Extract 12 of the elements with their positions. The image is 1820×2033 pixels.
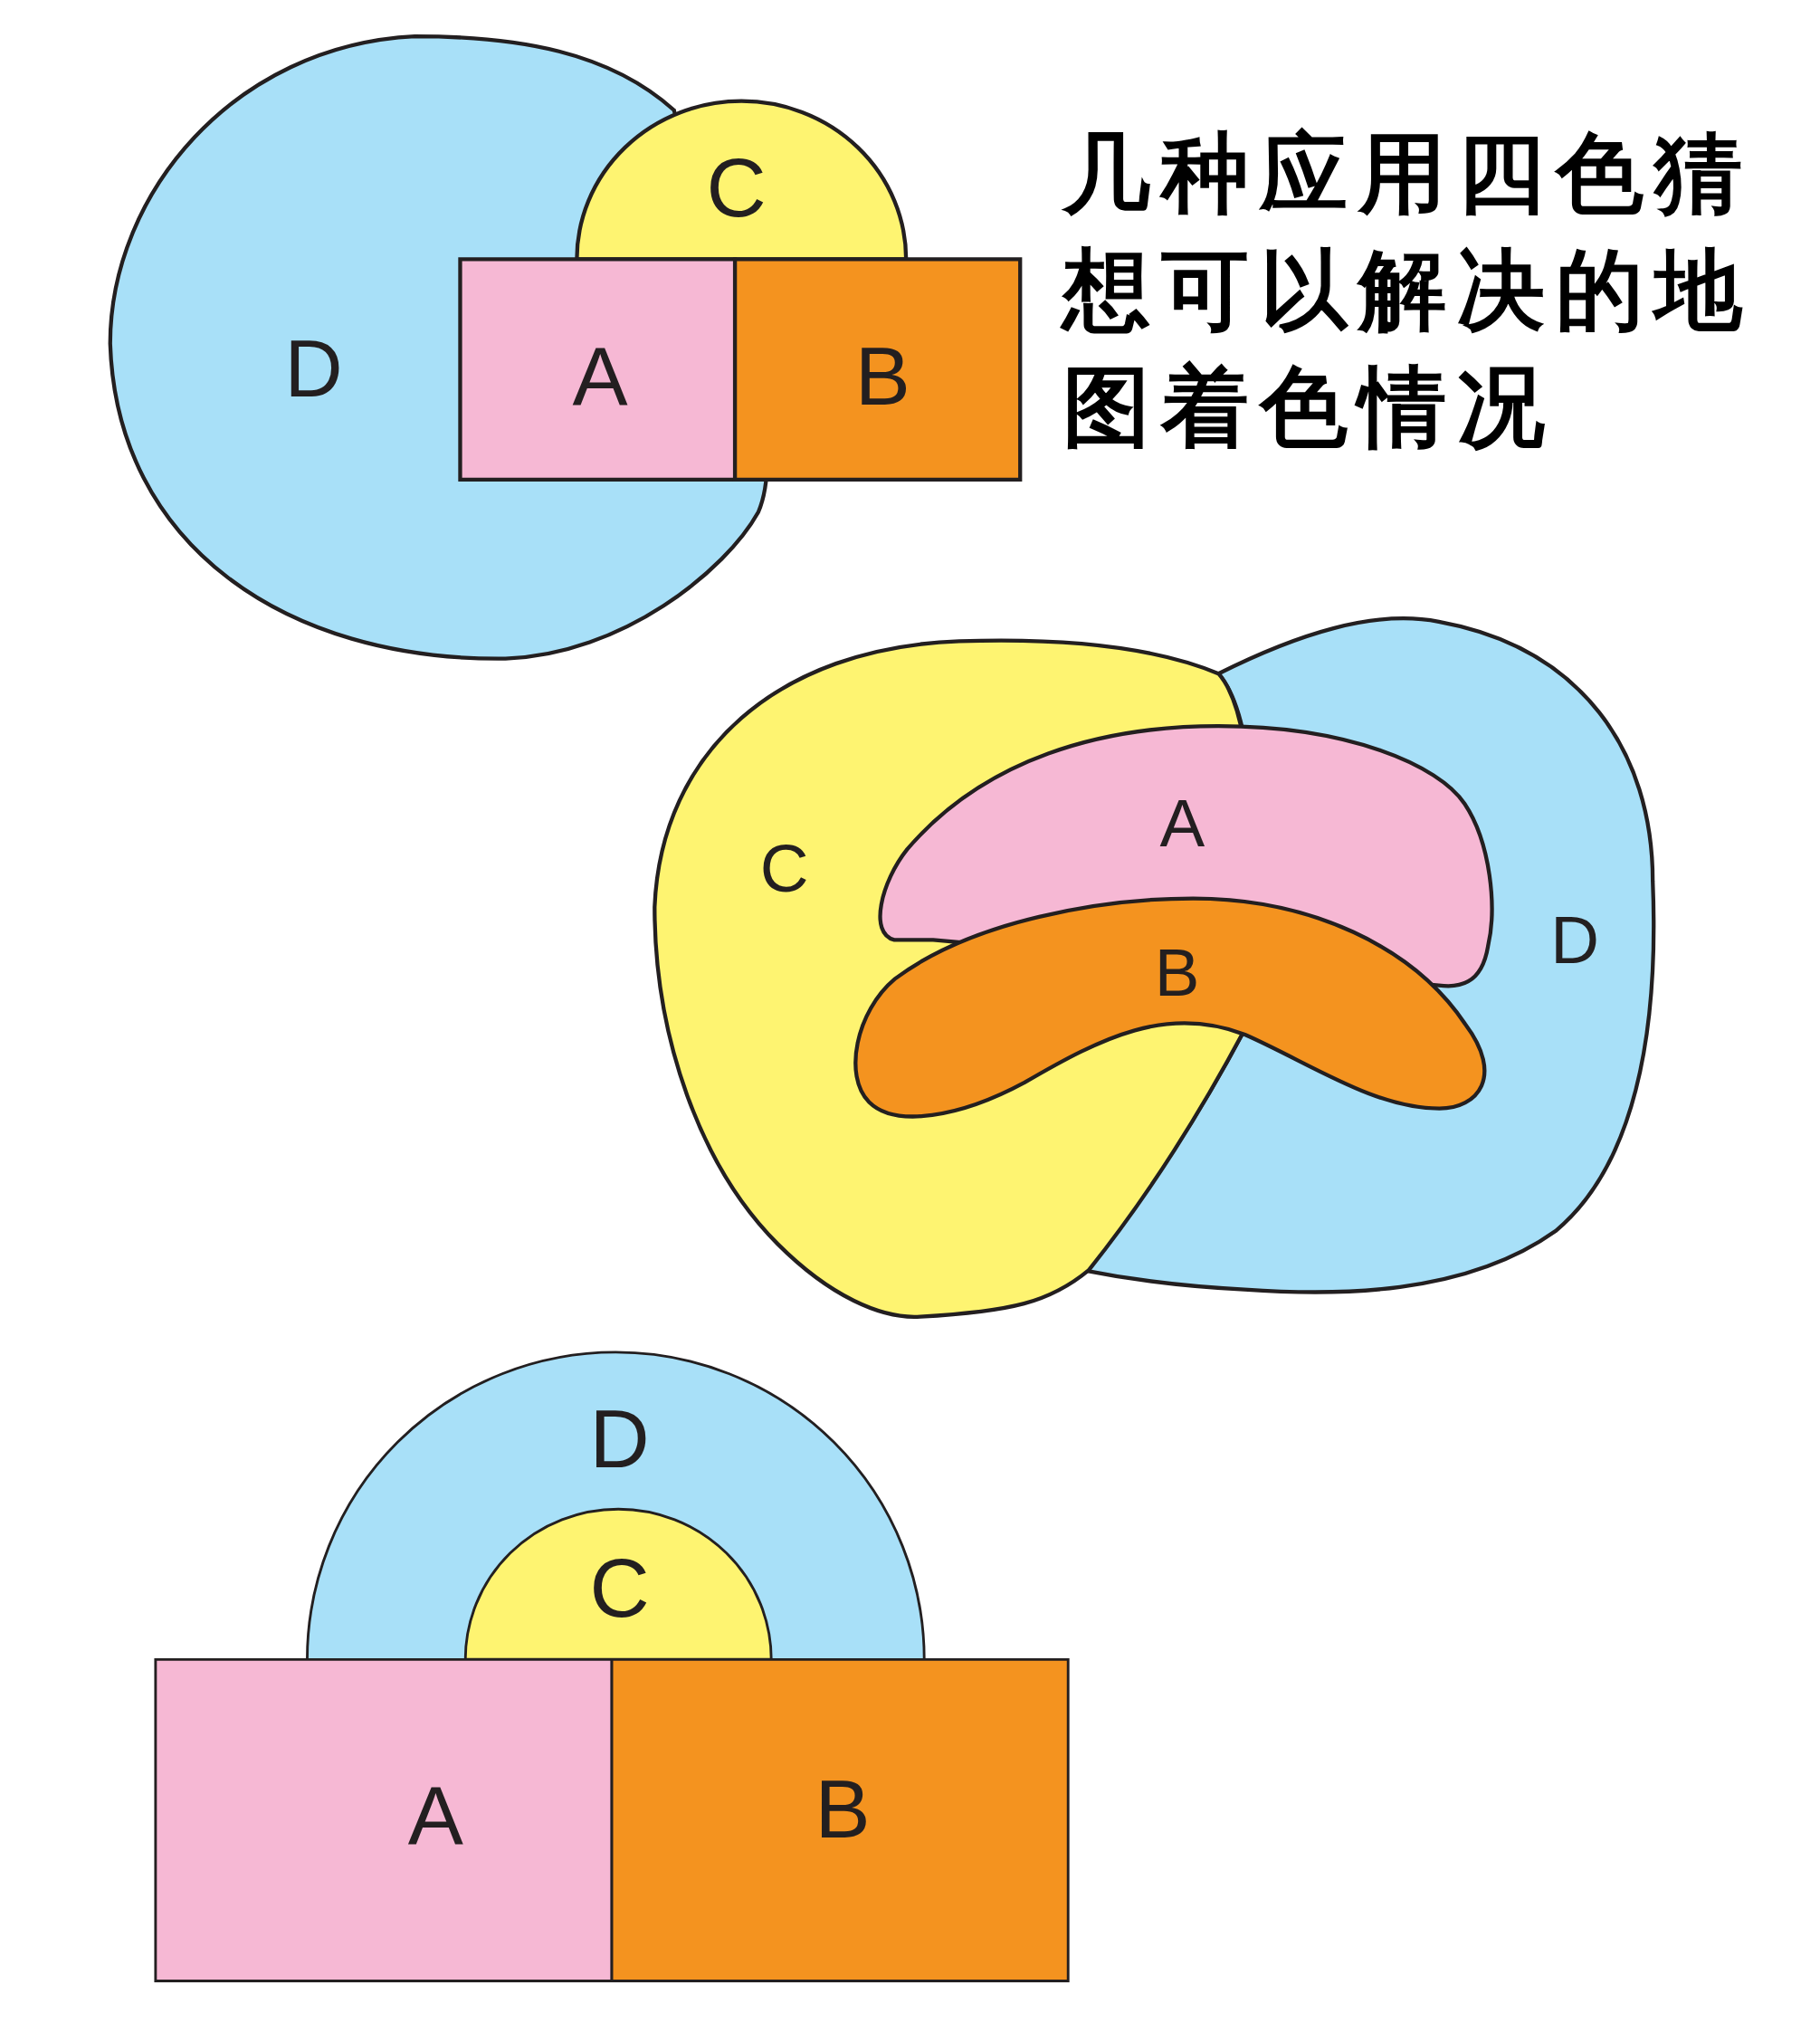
region-label: A [1159,789,1205,857]
region-label: B [854,334,910,418]
region-label: A [407,1773,463,1857]
region-label: B [815,1767,871,1850]
region-label: C [706,146,767,230]
region-label: D [284,329,343,410]
region-label: D [1550,906,1600,974]
region-label: C [759,835,809,902]
region-label: B [1154,939,1200,1007]
region-label: A [572,334,628,418]
region-label: D [589,1398,650,1481]
region-label: C [589,1546,650,1630]
